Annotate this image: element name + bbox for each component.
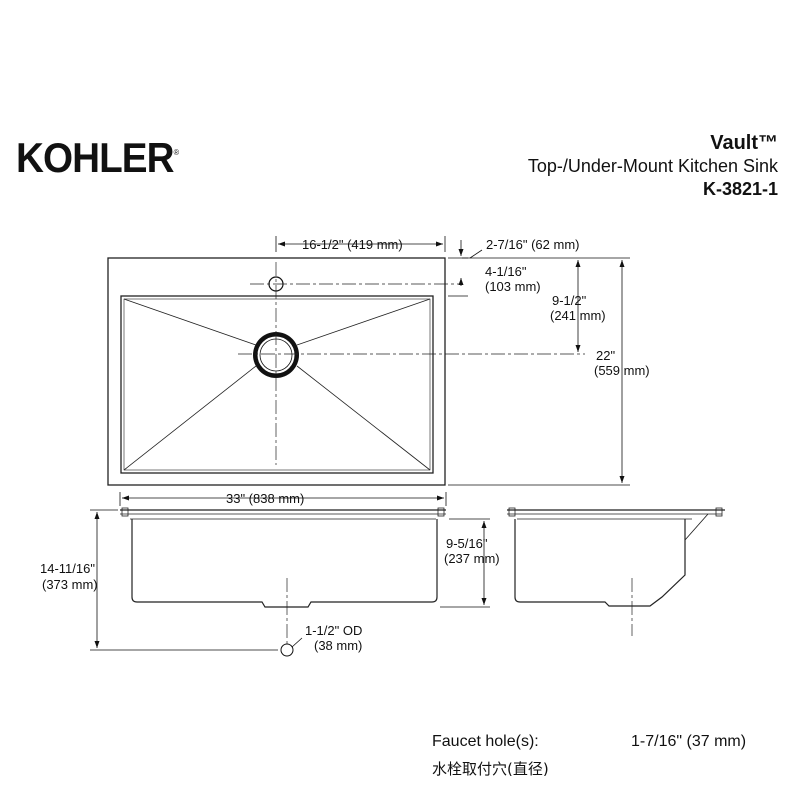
bowl-outline	[120, 295, 434, 474]
top-view	[107, 257, 585, 486]
deck-outline	[107, 257, 446, 486]
product-name: Vault™	[710, 132, 778, 154]
product-model: K-3821-1	[702, 179, 778, 199]
title-block: Vault™ Top-/Under-Mount Kitchen Sink K-3…	[528, 132, 778, 200]
dim-overall-height: 14-11/16"	[40, 561, 95, 576]
bowl-inner	[123, 298, 431, 471]
dim-width-total: 33" (838 mm)	[226, 491, 304, 506]
dim-bowl-depth-mm: (237 mm)	[444, 551, 500, 566]
dim-faucet-to-bowl: 4-1/16"	[485, 264, 527, 279]
dim-depth-total: 22"	[596, 348, 615, 363]
dim-drain-od-mm: (38 mm)	[314, 638, 362, 653]
dim-faucet-offset: 16-1/2" (419 mm)	[302, 237, 403, 252]
dim-drain-od: 1-1/2" OD	[305, 623, 362, 638]
dim-overall-height-mm: (373 mm)	[42, 577, 98, 592]
dim-faucet-to-bowl-mm: (103 mm)	[485, 279, 541, 294]
dim-drain-offset: 9-1/2"	[552, 293, 587, 308]
dim-bowl-depth: 9-5/16"	[446, 536, 488, 551]
faucet-hole-label-cn: 水栓取付穴(直径)	[432, 760, 549, 778]
product-description: Top-/Under-Mount Kitchen Sink	[527, 156, 778, 176]
kohler-logo: KOHLER®	[16, 134, 180, 181]
dim-deck-height: 2-7/16" (62 mm)	[486, 237, 579, 252]
dim-drain-offset-mm: (241 mm)	[550, 308, 606, 323]
front-view	[120, 507, 446, 657]
side-view	[507, 507, 725, 636]
faucet-hole-value: 1-7/16" (37 mm)	[631, 733, 747, 750]
dim-depth-total-mm: (559 mm)	[594, 363, 650, 378]
faucet-hole-label: Faucet hole(s):	[432, 733, 539, 750]
